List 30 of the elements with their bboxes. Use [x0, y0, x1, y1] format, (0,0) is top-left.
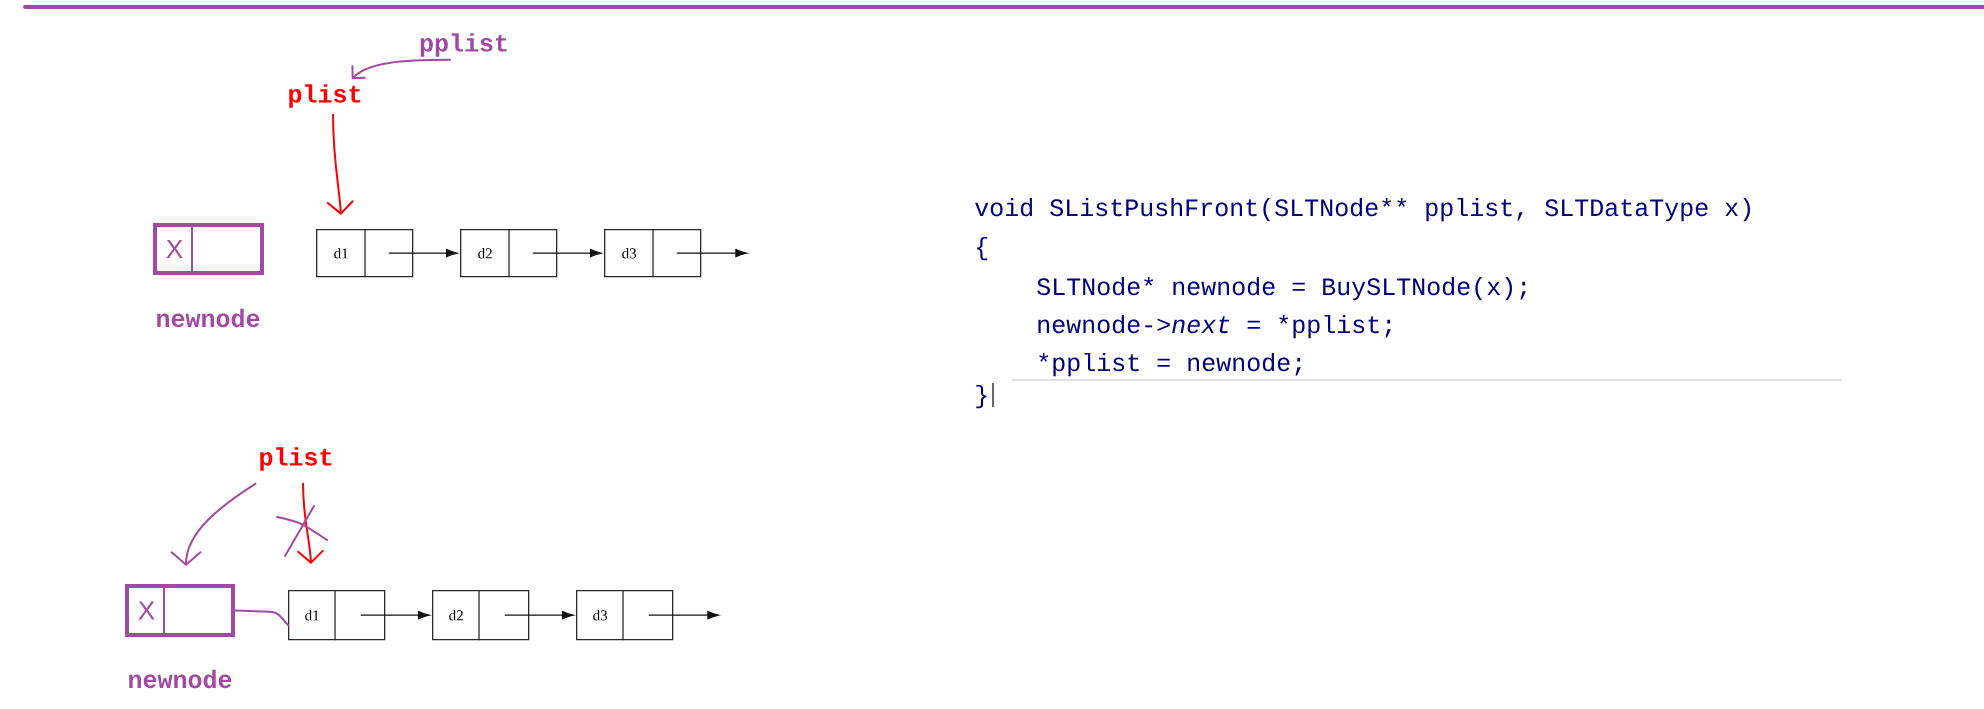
- variable-label: newnode: [129, 669, 232, 689]
- code-line: newnode->next = *pplist;: [1038, 314, 1391, 339]
- code-line: *pplist = newnode;: [1039, 352, 1301, 377]
- list-node: X: [125, 583, 235, 638]
- list-node: d2: [460, 228, 558, 278]
- variable-label: plist: [260, 447, 332, 471]
- hand-drawn-arrow: [351, 58, 451, 80]
- list-node: d3: [604, 228, 702, 278]
- hand-drawn-arrow: [296, 482, 325, 564]
- arrow: [388, 249, 458, 258]
- hand-drawn-arrow: [170, 482, 257, 566]
- code-line: }: [976, 384, 987, 409]
- arrow: [648, 611, 719, 620]
- hand-drawn-arrow: [326, 113, 355, 215]
- list-node: d2: [432, 589, 530, 641]
- variable-label: plist: [289, 84, 361, 108]
- list-node: d1: [316, 228, 414, 278]
- list-node: d3: [576, 589, 674, 641]
- variable-label: pplist: [420, 33, 507, 57]
- hand-drawn-line: [234, 609, 289, 627]
- code-line: void SListPushFront(SLTNode** pplist, SLTDataType x): [975, 197, 1750, 222]
- arrow: [360, 611, 430, 620]
- list-node: d1: [288, 589, 386, 641]
- arrow: [504, 611, 574, 620]
- list-node: X: [153, 222, 264, 276]
- arrow: [676, 249, 747, 258]
- arrow: [532, 249, 602, 258]
- code-line: SLTNode* newnode = BuySLTNode(x);: [1037, 276, 1526, 301]
- variable-label: newnode: [157, 308, 260, 328]
- code-line: {: [977, 236, 988, 261]
